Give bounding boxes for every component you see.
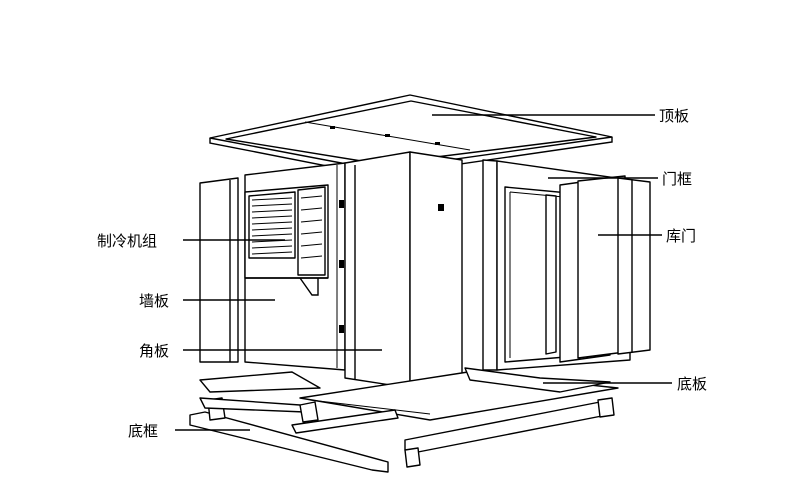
label-wall-panel: 墙板: [139, 292, 169, 310]
cold-room-door: [545, 175, 651, 363]
refrigeration-unit: [244, 184, 329, 296]
label-corner-panel: 角板: [139, 342, 169, 360]
label-top-panel: 顶板: [659, 107, 689, 125]
floor-frame: [189, 397, 615, 473]
label-refrigeration-unit: 制冷机组: [97, 232, 157, 250]
label-floor-panel: 底板: [677, 375, 707, 393]
label-floor-frame: 底框: [128, 422, 158, 440]
floor-panel: [199, 367, 619, 421]
leader-lines: [175, 114, 672, 431]
label-door-frame: 门框: [662, 170, 692, 188]
label-cold-room-door: 库门: [666, 227, 696, 245]
corner-panel: [339, 151, 463, 389]
